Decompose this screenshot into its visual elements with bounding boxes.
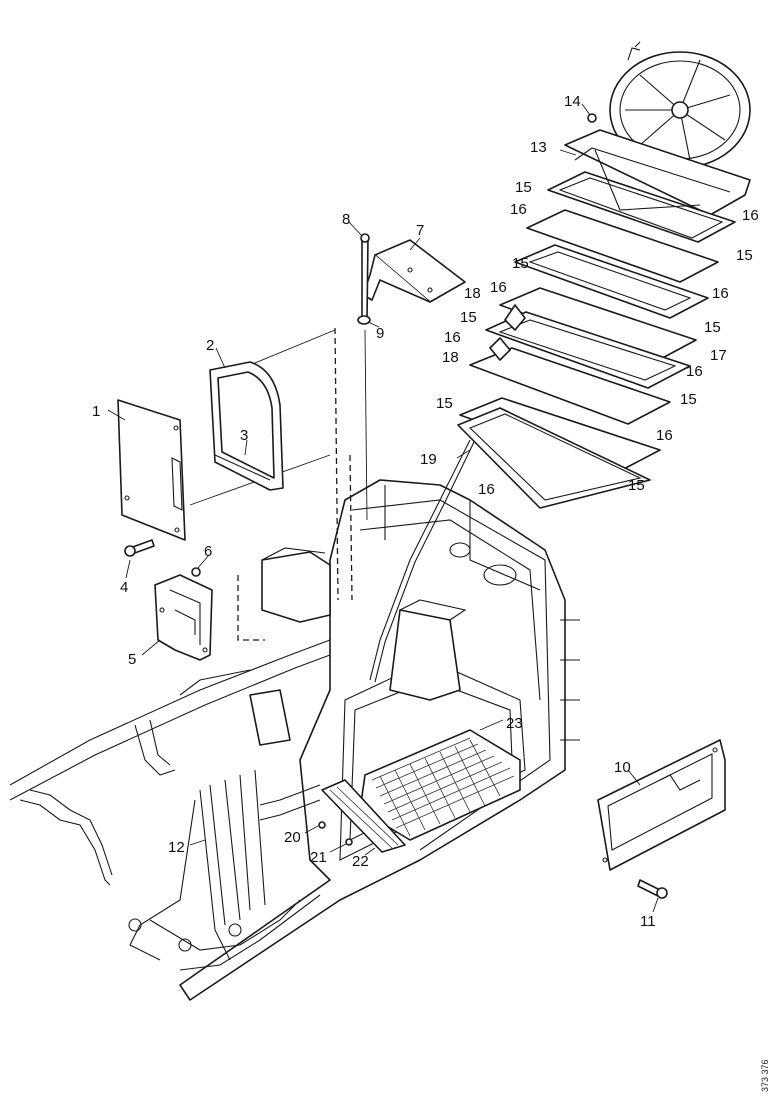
callout-15f: 15	[680, 391, 697, 408]
callout-20: 20	[284, 829, 301, 846]
callout-7: 7	[416, 222, 424, 239]
callout-leaders	[107, 103, 659, 913]
callout-10: 10	[614, 759, 631, 776]
callout-16c: 16	[490, 279, 507, 296]
callout-19: 19	[420, 451, 437, 468]
rod-part-8	[360, 233, 370, 321]
callout-14: 14	[564, 93, 581, 110]
side-panel-part-10	[597, 739, 726, 871]
callout-5: 5	[128, 651, 136, 668]
callout-1: 1	[92, 403, 100, 420]
callout-3: 3	[240, 427, 248, 444]
callout-16f: 16	[686, 363, 703, 380]
seal-frame	[209, 361, 284, 491]
callout-16d: 16	[712, 285, 729, 302]
pipe-assembly	[9, 639, 331, 971]
callout-4: 4	[120, 579, 128, 596]
callout-6: 6	[204, 543, 212, 560]
callout-11: 11	[640, 913, 656, 930]
callout-16h: 16	[478, 481, 495, 498]
callout-13: 13	[530, 139, 547, 156]
callout-15c: 15	[512, 255, 529, 272]
callout-labels: 1 2 3 4 5 6 7 8 9 10 11 12 13 14 15 15 1…	[92, 93, 759, 930]
callout-2: 2	[206, 337, 214, 354]
callout-17: 17	[710, 347, 727, 364]
callout-9: 9	[376, 325, 384, 342]
chassis-frame	[179, 479, 580, 1001]
callout-16g: 16	[656, 427, 673, 444]
callout-18a: 18	[464, 285, 481, 302]
callout-21: 21	[310, 849, 327, 866]
callout-8: 8	[342, 211, 350, 228]
frame-stack	[457, 113, 751, 509]
callout-18b: 18	[442, 349, 459, 366]
nut-part-6	[191, 567, 201, 577]
small-parts-20-22	[318, 779, 406, 853]
cable-part-19	[369, 439, 475, 683]
callout-15b: 15	[736, 247, 753, 264]
callout-12: 12	[168, 839, 185, 856]
bolt-part-11	[637, 879, 668, 899]
bracket-part-5	[154, 574, 213, 661]
callout-16e: 16	[444, 329, 461, 346]
callout-15d: 15	[704, 319, 721, 336]
bracket-plate-part-7	[362, 239, 466, 303]
cover-plate	[117, 399, 186, 541]
callout-16b: 16	[510, 201, 527, 218]
callout-15g: 15	[436, 395, 453, 412]
callout-22: 22	[352, 853, 369, 870]
callout-23: 23	[506, 715, 523, 732]
callout-15a: 15	[515, 179, 532, 196]
washer-part-9	[357, 315, 371, 325]
callout-15e: 15	[460, 309, 477, 326]
callout-16a: 16	[742, 207, 759, 224]
drawing-reference-number: 373 376	[760, 1059, 770, 1092]
bolt-part-4	[124, 539, 155, 557]
callout-15h: 15	[628, 477, 645, 494]
